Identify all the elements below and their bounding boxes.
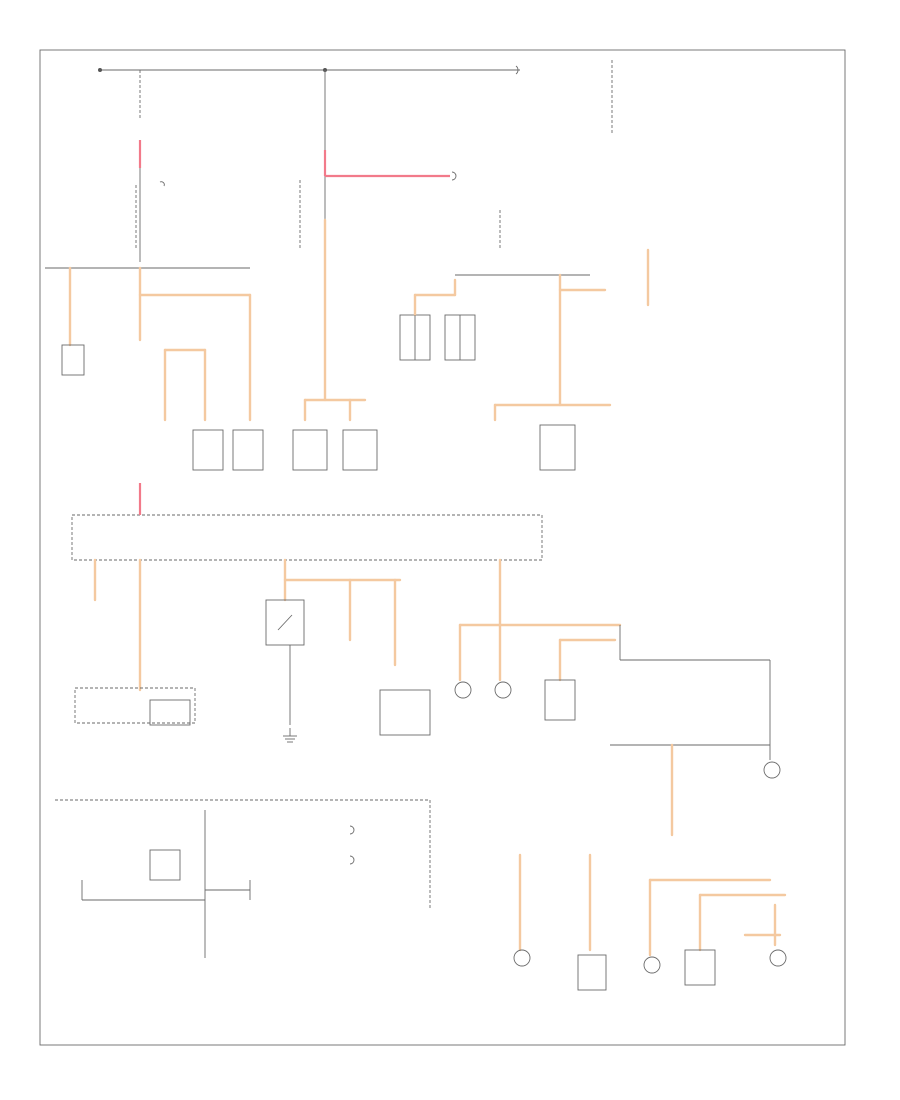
top-bus xyxy=(98,60,613,148)
left-lower-relays xyxy=(74,687,196,726)
left-bus xyxy=(45,266,252,422)
upper-relays xyxy=(192,248,650,471)
bottom-right-lamps xyxy=(513,853,787,991)
bottom-left-bus xyxy=(55,799,431,958)
mid-bus xyxy=(71,483,622,692)
bus-left-lines xyxy=(414,315,461,360)
lamp-branch xyxy=(454,623,781,837)
diagram-frame xyxy=(39,49,846,1046)
switch-and-grounds xyxy=(265,599,431,743)
center-feed xyxy=(299,148,501,422)
fuse-left-top xyxy=(135,140,165,262)
